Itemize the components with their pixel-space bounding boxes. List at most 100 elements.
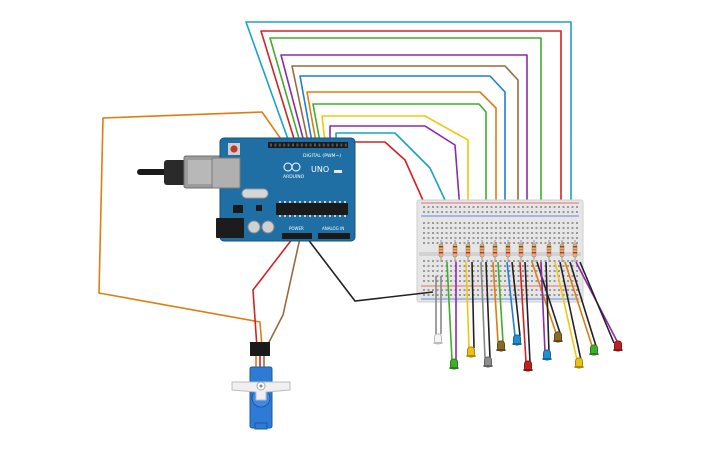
wire-orange[interactable] xyxy=(306,91,497,210)
wire-black-led[interactable] xyxy=(579,261,615,344)
resistor[interactable] xyxy=(518,243,524,258)
led-red[interactable] xyxy=(523,360,533,372)
breadboard-hole xyxy=(513,211,515,213)
wire-yellow[interactable] xyxy=(321,115,469,210)
led-blue[interactable] xyxy=(542,349,552,361)
breadboard-hole xyxy=(531,222,533,224)
wire-orange-led[interactable] xyxy=(564,261,593,347)
wire-green-led[interactable] xyxy=(497,261,504,343)
header-pins xyxy=(270,143,347,147)
wire-yellow-led[interactable] xyxy=(465,261,470,349)
arduino-uno[interactable]: DIGITAL (PWM~) ARDUINO UNO POWER ANALOG … xyxy=(211,137,356,242)
wire-green-inner[interactable] xyxy=(312,103,487,210)
led-brown[interactable] xyxy=(553,331,563,343)
wire-red-outer[interactable] xyxy=(260,30,562,210)
wire-green-led[interactable] xyxy=(446,261,453,361)
breadboard-hole xyxy=(490,289,493,291)
wire-black-led[interactable] xyxy=(559,261,582,361)
breadboard-hole xyxy=(432,275,434,277)
breadboard-hole xyxy=(549,260,551,262)
led-red[interactable] xyxy=(613,340,623,352)
wire-purple-inner[interactable] xyxy=(329,125,461,211)
wire-purple-led[interactable] xyxy=(540,261,546,353)
wire-brown[interactable] xyxy=(291,65,519,210)
breadboard-hole xyxy=(553,265,556,267)
header-pin xyxy=(287,143,290,147)
breadboard-hole xyxy=(427,211,430,213)
breadboard-hole xyxy=(445,206,448,208)
resistor[interactable] xyxy=(492,243,498,258)
chip-leg xyxy=(304,215,306,217)
wire-black-led[interactable] xyxy=(545,261,550,353)
resistor[interactable] xyxy=(438,243,444,258)
wire-yellow-led[interactable] xyxy=(554,261,578,361)
header-pin xyxy=(283,143,286,147)
wire-black-led[interactable] xyxy=(471,261,475,349)
led-yellow[interactable] xyxy=(574,357,584,369)
breadboard-hole xyxy=(423,211,425,213)
wire-servo-signal[interactable] xyxy=(98,111,284,349)
wire-black-led[interactable] xyxy=(511,261,521,337)
wire-blue[interactable] xyxy=(299,75,506,210)
led-brown[interactable] xyxy=(496,340,506,352)
wire-red-led[interactable] xyxy=(519,261,527,363)
usb-cable[interactable] xyxy=(137,155,223,189)
breadboard-hole xyxy=(490,294,493,296)
chip-leg xyxy=(339,201,341,203)
led-gray[interactable] xyxy=(483,356,493,368)
wire-cyan-inner[interactable] xyxy=(335,132,461,233)
breadboard-hole xyxy=(436,232,439,234)
led-yellow[interactable] xyxy=(466,346,476,358)
wire-cyan-outer[interactable] xyxy=(245,21,572,210)
resistor[interactable] xyxy=(531,243,537,258)
breadboard-hole xyxy=(522,260,524,262)
power-header xyxy=(282,233,312,239)
breadboard-hole xyxy=(535,242,538,244)
servo-horn[interactable] xyxy=(231,381,291,401)
header-pin xyxy=(344,143,347,147)
breadboard-hole xyxy=(553,206,556,208)
breadboard-hole xyxy=(540,280,542,282)
led-green[interactable] xyxy=(589,344,599,356)
breadboard-hole xyxy=(540,232,542,234)
led-white[interactable] xyxy=(433,333,443,345)
breadboard-hole xyxy=(441,270,443,272)
wire-black-led[interactable] xyxy=(524,261,531,363)
resistor[interactable] xyxy=(546,243,552,258)
breadboard-hole xyxy=(513,227,515,229)
wire-purple[interactable] xyxy=(280,54,528,210)
breadboard-hole xyxy=(522,242,524,244)
breadboard-hole xyxy=(450,211,452,213)
breadboard-hole xyxy=(553,294,556,296)
chip-leg xyxy=(289,201,291,203)
wire-green-outer[interactable] xyxy=(269,37,542,210)
wire-servo-ground[interactable] xyxy=(265,237,301,349)
resistor[interactable] xyxy=(559,243,565,258)
resistor[interactable] xyxy=(452,243,458,258)
breadboard-hole xyxy=(468,232,470,234)
wire-orange-led[interactable] xyxy=(492,261,499,343)
breadboard-hole xyxy=(490,270,493,272)
wire-ground[interactable] xyxy=(306,237,434,302)
wire-orange-led[interactable] xyxy=(531,261,557,334)
resistor[interactable] xyxy=(572,243,578,258)
wire-servo-power[interactable] xyxy=(252,237,294,349)
led-green[interactable] xyxy=(449,358,459,370)
led-blue[interactable] xyxy=(512,334,522,346)
resistor[interactable] xyxy=(465,243,471,258)
breadboard-hole xyxy=(540,237,542,239)
breadboard-hole xyxy=(495,265,497,267)
wire-blue-led[interactable] xyxy=(506,261,516,337)
wire-black-led[interactable] xyxy=(485,261,491,359)
breadboard-hole xyxy=(436,222,439,224)
servo-motor[interactable] xyxy=(231,342,291,430)
breadboard-hole xyxy=(553,227,556,229)
breadboard-hole xyxy=(445,275,448,277)
wire-black-led[interactable] xyxy=(569,261,597,347)
resistor[interactable] xyxy=(505,243,511,258)
breadboard-hole xyxy=(423,294,425,296)
breadboard-hole xyxy=(468,289,470,291)
wire-gray-led[interactable] xyxy=(480,261,486,359)
breadboard-hole xyxy=(540,211,542,213)
resistor[interactable] xyxy=(479,243,485,258)
